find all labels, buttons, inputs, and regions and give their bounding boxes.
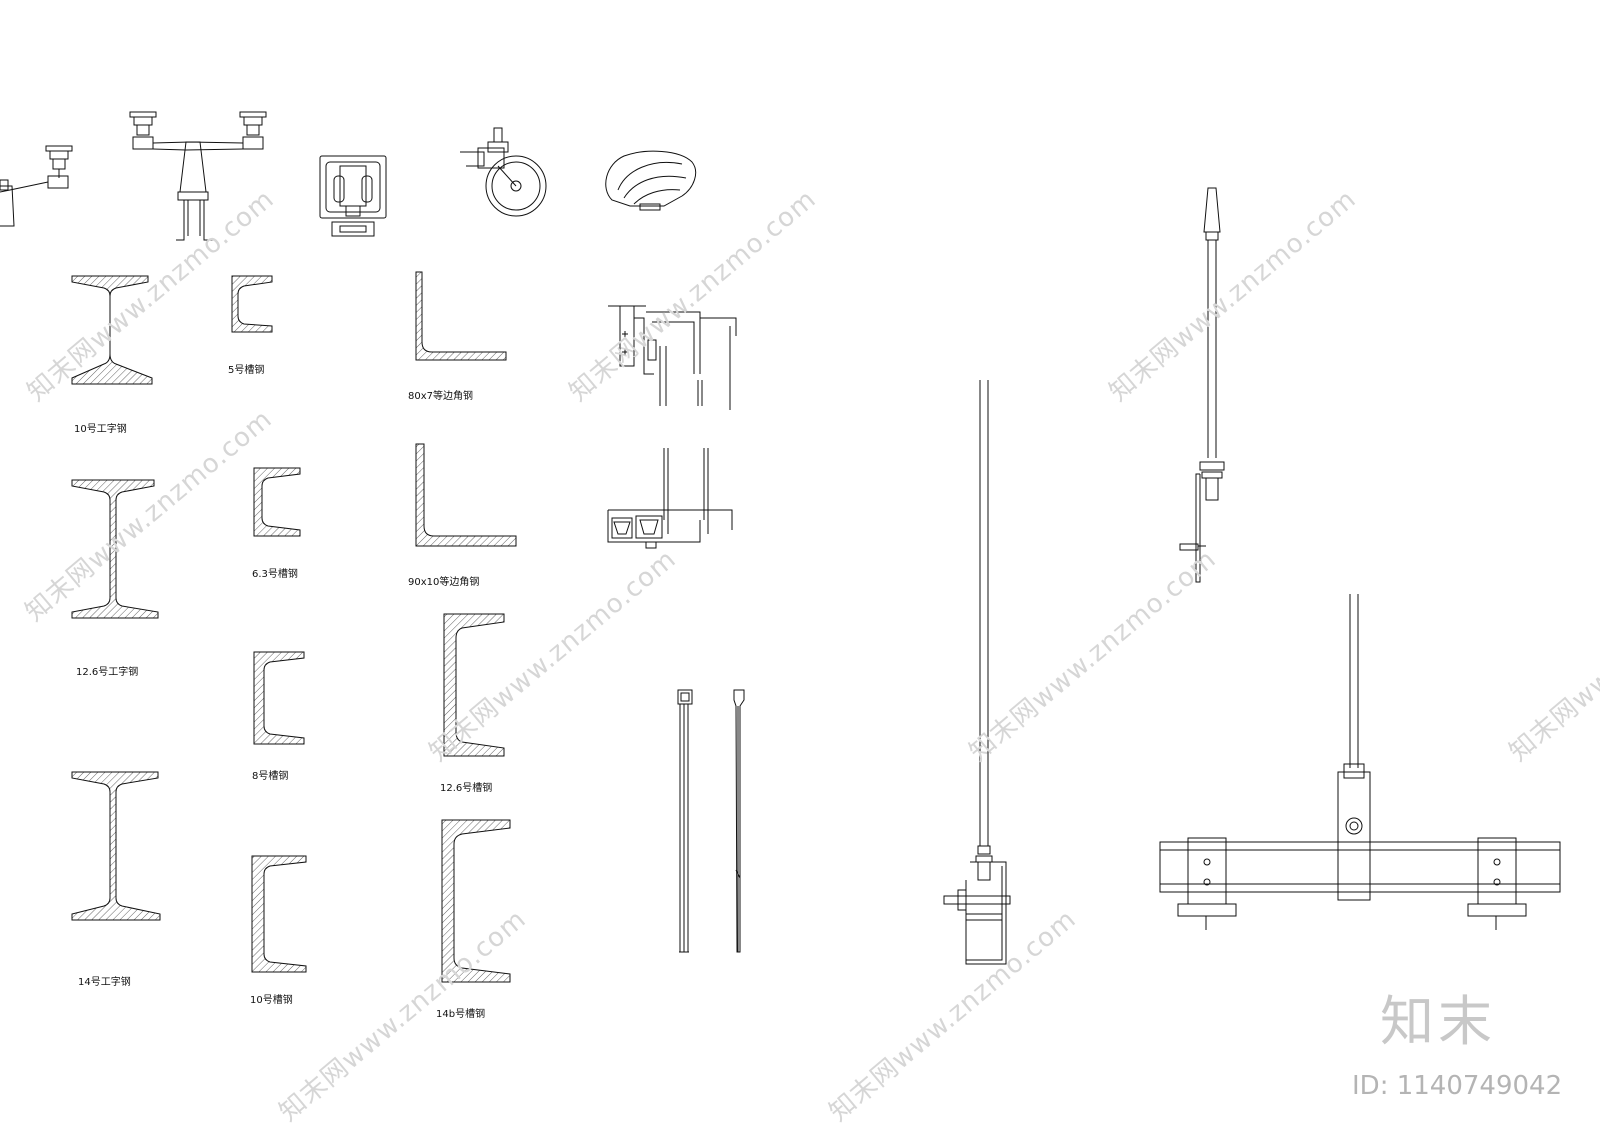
- channel-10-section: [251, 855, 307, 973]
- label-channel-5: 5号槽钢: [228, 365, 265, 376]
- clip-detail-upper: [608, 305, 737, 410]
- label-angle-90x10: 90x10等边角钢: [408, 577, 480, 588]
- label-i-beam-12-6: 12.6号工字钢: [76, 667, 139, 678]
- angle-90x10-section: [415, 443, 517, 547]
- label-angle-80x7: 80x7等边角钢: [408, 391, 474, 402]
- id-watermark: ID: 1140749042: [1352, 1071, 1563, 1101]
- label-channel-8: 8号槽钢: [252, 771, 289, 782]
- i-beam-12-6-section: [71, 479, 159, 619]
- angle-80x7-section: [415, 271, 507, 361]
- spider-fitting-double: [129, 111, 267, 241]
- anchor-bolt-assembly: [1179, 187, 1225, 583]
- channel-14b-section: [441, 819, 511, 983]
- partial-spider-fitting-left: [0, 145, 73, 227]
- profile-strip-left: [677, 689, 693, 953]
- label-i-beam-14: 14号工字钢: [78, 977, 131, 988]
- label-channel-12-6: 12.6号槽钢: [440, 783, 493, 794]
- channel-5-section: [231, 275, 273, 333]
- ceiling-hanger-runner: [1159, 594, 1561, 930]
- i-beam-14-section: [71, 771, 161, 921]
- label-channel-14b: 14b号槽钢: [436, 1009, 486, 1020]
- label-channel-10: 10号槽钢: [250, 995, 293, 1006]
- clip-detail-lower: [607, 448, 733, 549]
- profile-strip-right: [733, 689, 745, 953]
- brand-watermark: 知末: [1380, 990, 1496, 1053]
- label-i-beam-10: 10号工字钢: [74, 424, 127, 435]
- channel-12-6-section: [443, 613, 505, 757]
- roller-bracket: [319, 155, 387, 237]
- caster-wheel: [460, 127, 547, 217]
- channel-6-3-section: [253, 467, 301, 537]
- hanger-rod-assembly: [943, 380, 1011, 965]
- i-beam-10-section: [71, 275, 153, 385]
- glass-clamp-knob: [605, 150, 697, 211]
- label-channel-6-3: 6.3号槽钢: [252, 569, 298, 580]
- channel-8-section: [253, 651, 305, 745]
